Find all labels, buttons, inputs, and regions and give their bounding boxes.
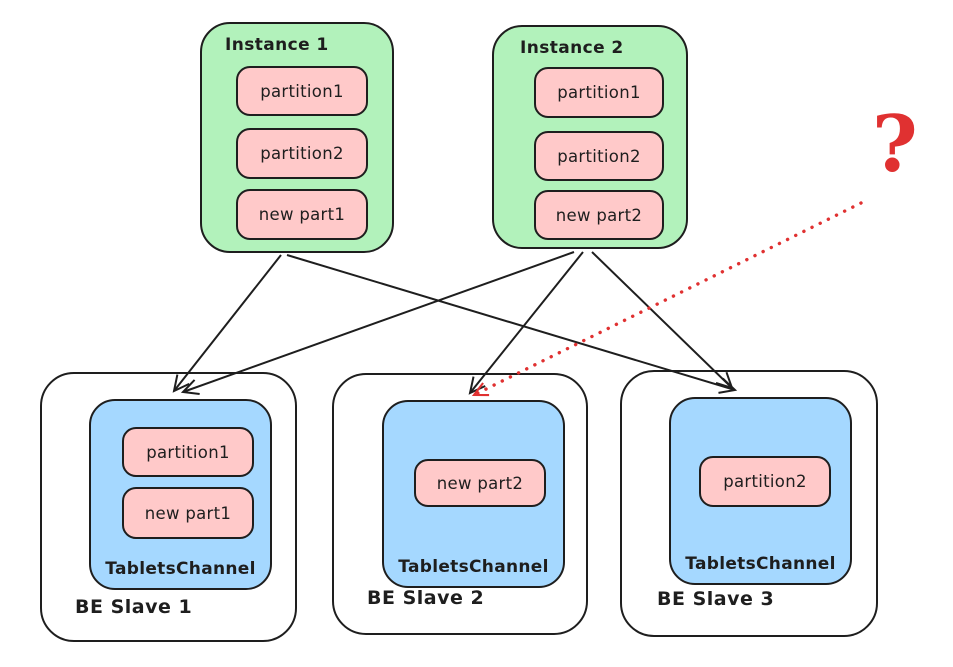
be-slave-2-channel-label: TabletsChannel xyxy=(398,557,549,577)
be-slave-2-label: BE Slave 2 xyxy=(367,587,485,609)
instance-2-box: Instance 2 partition1 partition2 new par… xyxy=(492,25,688,249)
be-slave-3-box: partition2 TabletsChannel BE Slave 3 xyxy=(620,370,878,637)
arrow-instance2-to-beslave3 xyxy=(591,251,734,390)
instance-2-label: Instance 2 xyxy=(520,38,624,58)
instance-2-partition2: partition2 xyxy=(534,131,664,181)
instance-1-partition2: partition2 xyxy=(236,128,368,179)
arrow-instance2-to-beslave2 xyxy=(468,251,584,395)
arrow-instance2-to-beslave1 xyxy=(180,251,575,395)
question-mark: ? xyxy=(872,99,918,190)
be-slave-1-box: partition1 new part1 TabletsChannel BE S… xyxy=(40,372,297,642)
arrow-instance1-to-beslave1 xyxy=(172,254,282,393)
be-slave-3-tablets-channel: partition2 TabletsChannel xyxy=(669,397,852,585)
be-slave-1-channel-label: TabletsChannel xyxy=(105,559,256,579)
be-slave-2-tablets-channel: new part2 TabletsChannel xyxy=(382,400,565,588)
instance-2-partition1: partition1 xyxy=(534,67,664,118)
instance-1-box: Instance 1 partition1 partition2 new par… xyxy=(200,22,394,253)
be-slave-1-partition1: partition1 xyxy=(122,427,254,477)
be-slave-3-partition2: partition2 xyxy=(699,456,831,507)
be-slave-2-box: new part2 TabletsChannel BE Slave 2 xyxy=(332,373,588,635)
be-slave-1-new-part1: new part1 xyxy=(122,487,254,539)
be-slave-1-tablets-channel: partition1 new part1 TabletsChannel xyxy=(89,399,272,590)
instance-1-partition1: partition1 xyxy=(236,66,368,116)
instance-1-new-part1: new part1 xyxy=(236,189,368,240)
be-slave-3-channel-label: TabletsChannel xyxy=(685,554,836,574)
be-slave-1-label: BE Slave 1 xyxy=(75,596,193,618)
be-slave-2-new-part2: new part2 xyxy=(414,459,546,507)
instance-2-new-part2: new part2 xyxy=(534,190,664,240)
instance-1-label: Instance 1 xyxy=(225,35,329,55)
be-slave-3-label: BE Slave 3 xyxy=(657,588,775,610)
